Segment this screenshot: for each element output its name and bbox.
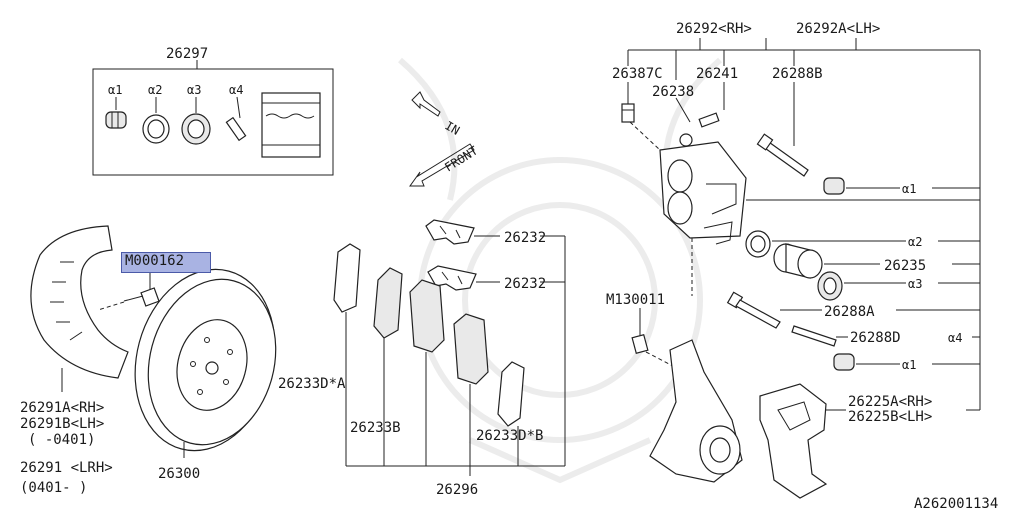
seal-ring-a2-icon bbox=[745, 230, 771, 258]
shield-bolt-icon bbox=[123, 287, 160, 307]
label-26387c: 26387C bbox=[612, 66, 663, 82]
brake-disc-group: 26300 bbox=[134, 268, 277, 482]
brake-pad-outer bbox=[409, 279, 445, 353]
label-26225a-rh: 26225A<RH> bbox=[848, 394, 932, 410]
label-26291-lrh: 26291 <LRH> bbox=[20, 460, 113, 476]
label-caliper-a3: α3 bbox=[908, 277, 922, 291]
label-26288a: 26288A bbox=[824, 304, 875, 320]
label-caliper-a1-lower: α1 bbox=[902, 358, 916, 372]
pad-set-group: 26232 26232 26233D* bbox=[278, 219, 566, 498]
kit-pin-icon bbox=[225, 116, 247, 142]
piston-boot-a3-icon bbox=[817, 271, 843, 301]
label-26233b: 26233B bbox=[350, 420, 401, 436]
caliper-body bbox=[659, 141, 747, 245]
label-caliper-a1: α1 bbox=[902, 182, 916, 196]
guide-pin-b-icon bbox=[756, 133, 809, 177]
label-m130011: M130011 bbox=[606, 292, 665, 308]
label-26292-rh: 26292<RH> bbox=[676, 21, 752, 37]
piston-icon bbox=[773, 243, 823, 279]
label-26288b: 26288B bbox=[772, 66, 823, 82]
highlighted-part-box[interactable] bbox=[121, 252, 211, 273]
label-26292a-lh: 26292A<LH> bbox=[796, 21, 880, 37]
caliper-bracket bbox=[759, 383, 828, 499]
label-26241: 26241 bbox=[696, 66, 738, 82]
label-26235: 26235 bbox=[884, 258, 926, 274]
label-26300: 26300 bbox=[158, 466, 200, 482]
highlighted-part-label[interactable]: M000162 bbox=[125, 253, 185, 269]
label-26288d: 26288D bbox=[850, 330, 901, 346]
steering-knuckle bbox=[649, 339, 743, 483]
bleeder-cap-icon bbox=[698, 112, 720, 128]
direction-arrows: IN FRONT bbox=[409, 91, 480, 187]
label-26297: 26297 bbox=[166, 46, 208, 62]
pad-clip-top bbox=[425, 219, 475, 245]
guide-pin-d-icon bbox=[791, 325, 837, 347]
kit-box-frame bbox=[92, 68, 334, 176]
label-26232-top: 26232 bbox=[504, 230, 546, 246]
caliper-group: 26292<RH> 26292A<LH> 26387C 26241 26288B… bbox=[606, 21, 981, 499]
label-26238: 26238 bbox=[652, 84, 694, 100]
upper-bolt-icon bbox=[679, 133, 693, 147]
brake-pad-inner bbox=[453, 313, 489, 385]
label-caliper-a2: α2 bbox=[908, 235, 922, 249]
arrow-front-icon bbox=[409, 143, 475, 187]
kit-26297-group: 26297 α1 α2 α3 α4 bbox=[92, 46, 334, 176]
label-26232-mid: 26232 bbox=[504, 276, 546, 292]
label-shield-range: ( -0401) bbox=[28, 432, 95, 448]
kit-seal-ring-icon bbox=[142, 114, 170, 144]
drawing-code: A262001134 bbox=[914, 496, 998, 512]
bushing-a1-icon bbox=[823, 177, 845, 195]
label-26296: 26296 bbox=[436, 482, 478, 498]
label-26225b-lh: 26225B<LH> bbox=[848, 409, 932, 425]
inner-shim bbox=[497, 361, 525, 427]
mount-bolt-icon bbox=[631, 333, 649, 355]
label-26288d-a4: α4 bbox=[948, 331, 962, 345]
label-26233d-b: 26233D*B bbox=[476, 428, 543, 444]
highlighted-bolt-group bbox=[97, 273, 160, 311]
label-front: FRONT bbox=[442, 144, 480, 175]
label-in: IN bbox=[443, 118, 463, 137]
bushing-a1-lower-icon bbox=[833, 353, 855, 371]
label-shield-lrh-range: (0401- ) bbox=[20, 480, 87, 496]
label-kit-a3: α3 bbox=[187, 83, 201, 97]
label-26233d-a: 26233D*A bbox=[278, 376, 346, 392]
arrow-in-icon bbox=[411, 91, 441, 117]
kit-bushing-icon bbox=[105, 111, 127, 129]
label-kit-a4: α4 bbox=[229, 83, 243, 97]
outer-shim bbox=[333, 243, 361, 313]
label-kit-a2: α2 bbox=[148, 83, 162, 97]
label-26291a: 26291A<RH> bbox=[20, 400, 104, 416]
shim-plate bbox=[373, 267, 403, 339]
bleeder-screw-icon bbox=[621, 103, 635, 123]
splash-shield bbox=[30, 225, 129, 379]
label-26291b: 26291B<LH> bbox=[20, 416, 104, 432]
guide-pin-a-icon bbox=[726, 291, 781, 329]
kit-grease-pack-icon bbox=[261, 92, 321, 158]
splash-shield-group: 26291A<RH> 26291B<LH> ( -0401) 26291 <LR… bbox=[20, 225, 129, 496]
kit-boot-ring-icon bbox=[181, 113, 211, 145]
label-kit-a1: α1 bbox=[108, 83, 122, 97]
